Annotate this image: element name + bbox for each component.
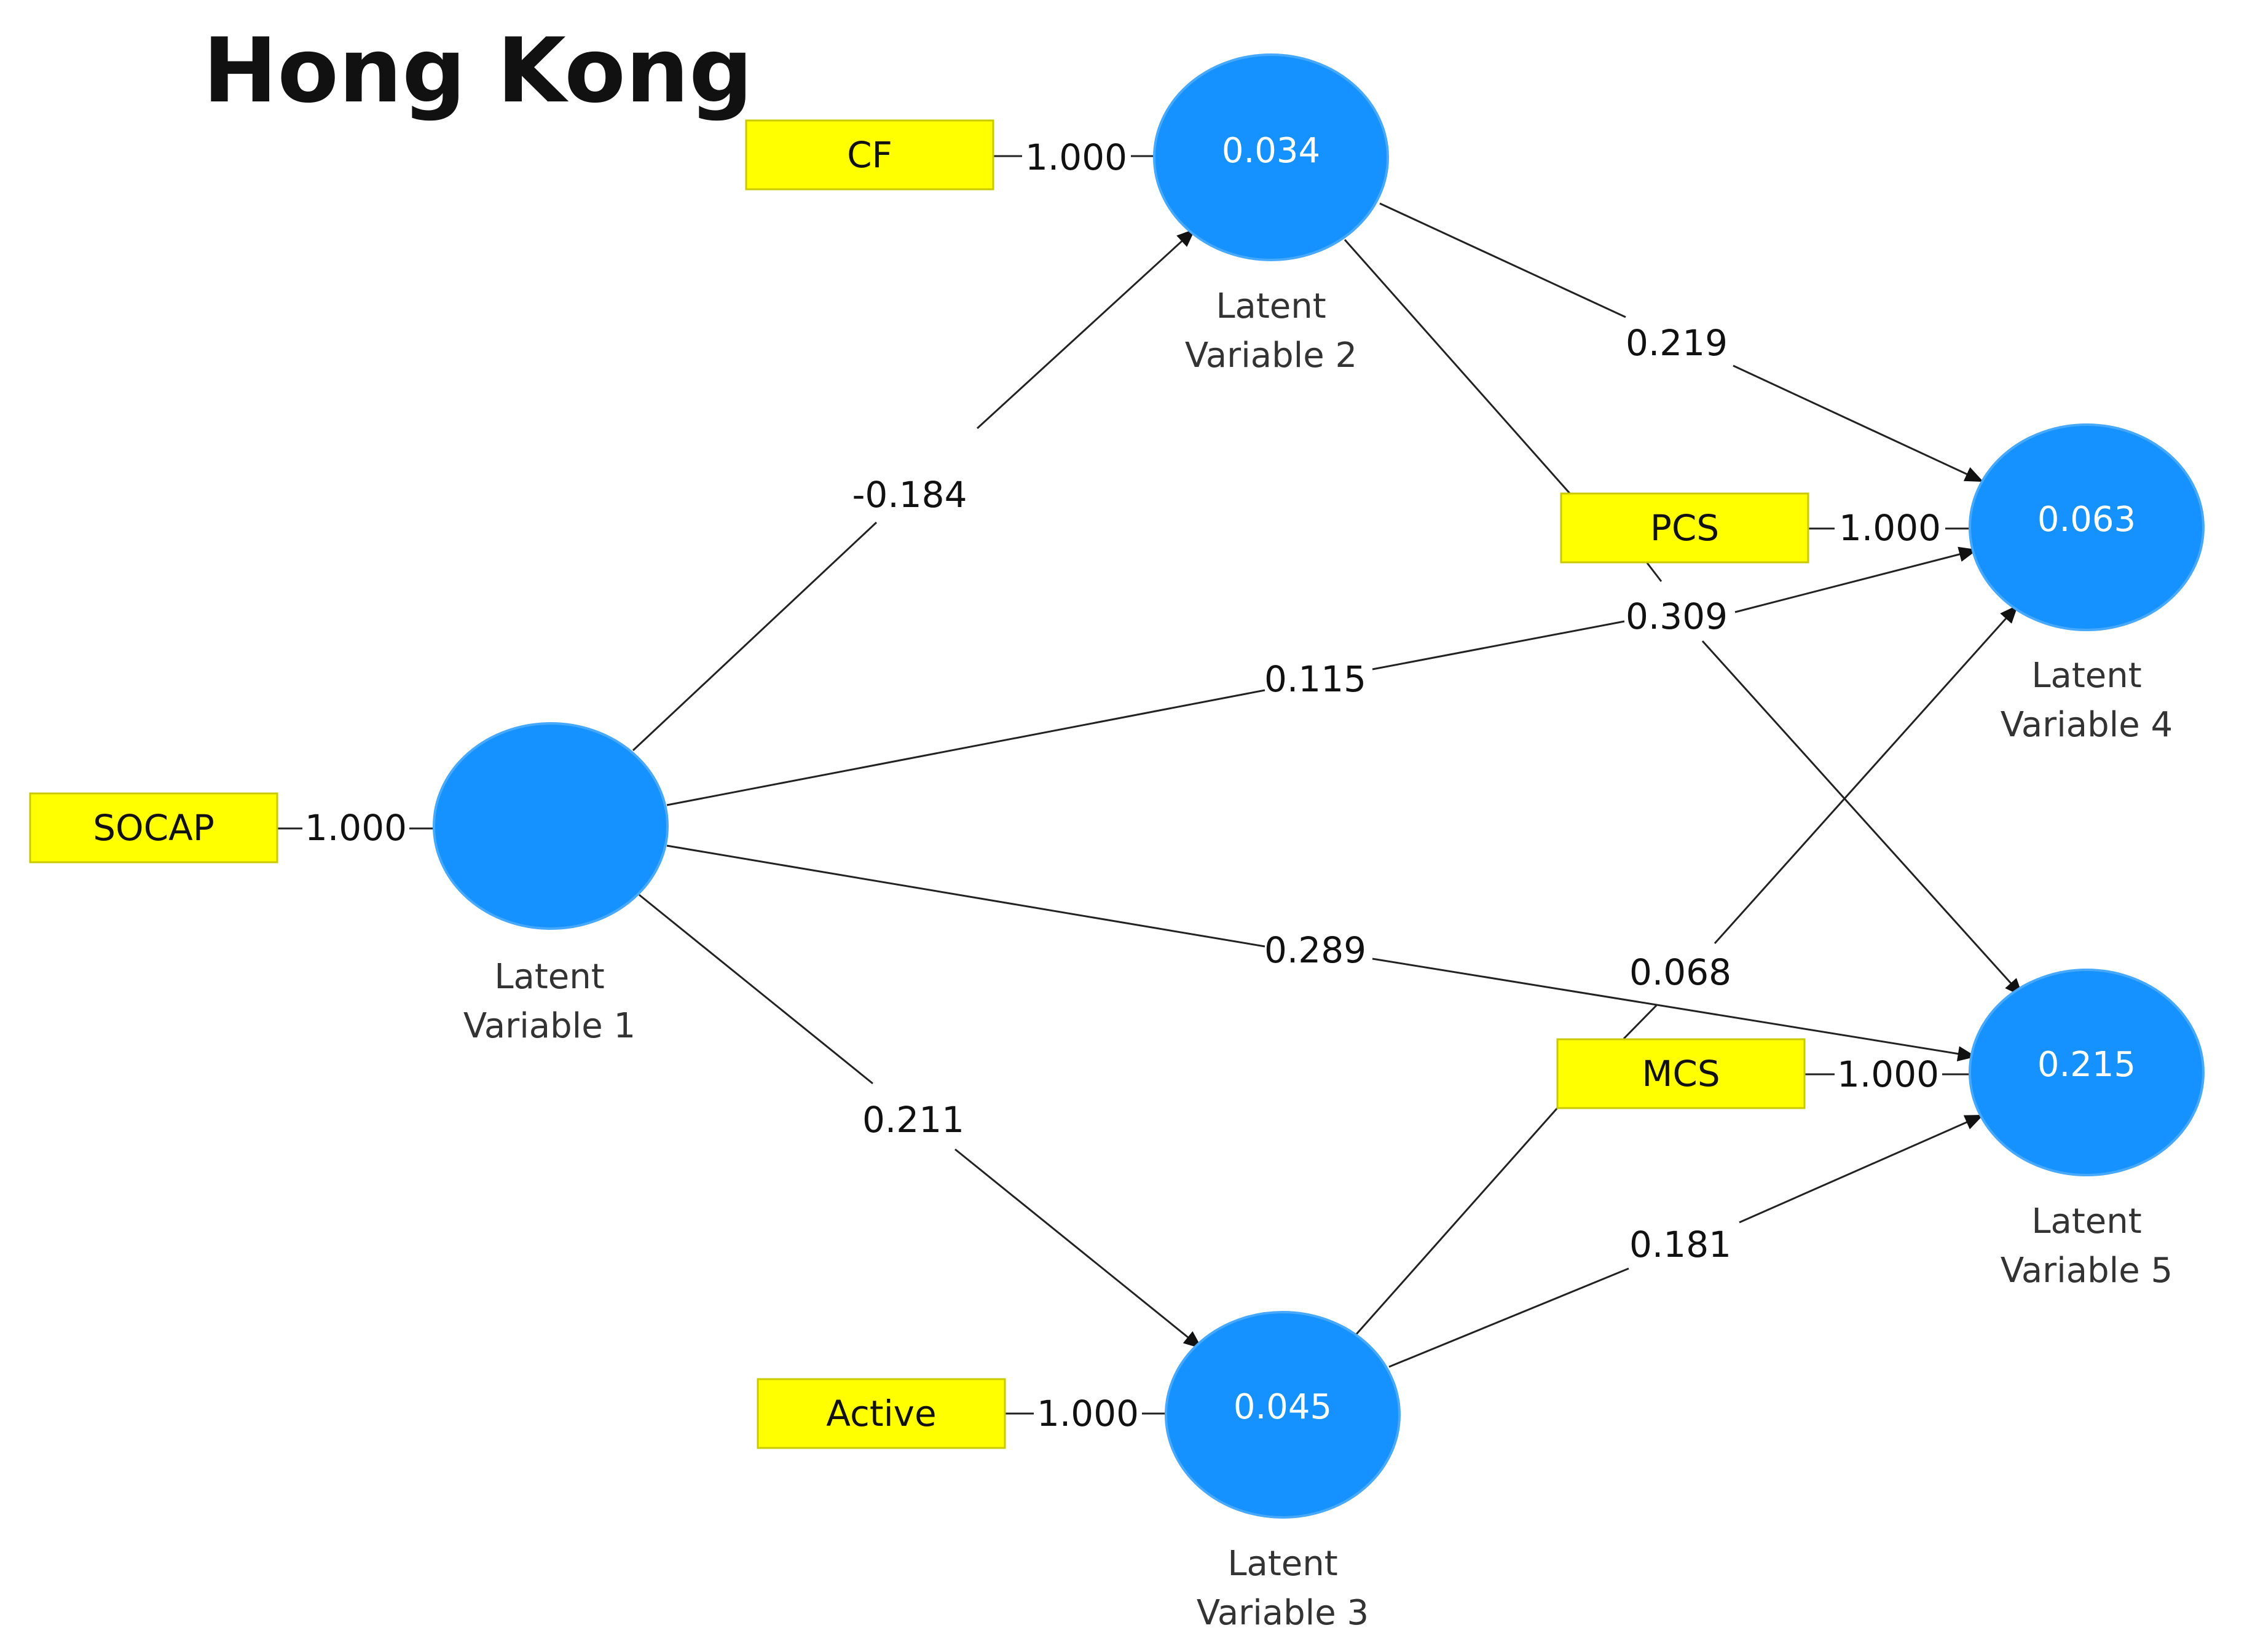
- indicator-socap[interactable]: SOCAP: [29, 792, 278, 863]
- latent-variable-4-label-line1: Latent: [2031, 656, 2141, 696]
- path-coef-lv2-lv5: 0.309: [1626, 596, 1728, 637]
- path-lv2-lv4-line-b: [1733, 364, 1984, 482]
- latent-variable-1-label-line2: Variable 1: [463, 1006, 636, 1046]
- indicator-cf[interactable]: CF: [745, 119, 994, 191]
- loading-pcs: 1.000: [1839, 507, 1941, 549]
- loading-socap: 1.000: [305, 807, 407, 849]
- indicator-pcs-label: PCS: [1650, 507, 1719, 549]
- latent-variable-1-label-line1: Latent: [494, 957, 604, 997]
- indicator-active-box: [757, 1378, 1006, 1449]
- indicator-cf-box: [745, 119, 994, 191]
- path-lv1-lv4-line-b: [1372, 620, 1625, 671]
- path-lv2-lv5-line-b: [1646, 562, 1663, 582]
- indicator-socap-label: SOCAP: [93, 807, 214, 849]
- latent-variable-2-label-line1: Latent: [1216, 286, 1326, 326]
- latent-variable-4-circle: [1969, 423, 2205, 631]
- indicator-pcs-box: [1560, 492, 1809, 564]
- latent-variable-2-value: 0.034: [1222, 131, 1320, 171]
- path-coef-lv3-lv4: 0.068: [1629, 951, 1731, 993]
- path-lv3-lv4-line-a: [1354, 1103, 1562, 1336]
- latent-variable-4-label-line2: Variable 4: [2001, 705, 2173, 745]
- path-lv1-lv4-line-c: [1734, 546, 1978, 613]
- latent-variable-4[interactable]: 0.063 Latent Variable 4: [1969, 423, 2205, 745]
- path-lv1-lv3-line-b: [954, 1148, 1202, 1349]
- latent-variable-4-value: 0.063: [2037, 500, 2136, 540]
- path-coef-lv1-lv5: 0.289: [1264, 929, 1366, 971]
- latent-variable-3-circle: [1165, 1311, 1401, 1519]
- indicator-socap-box: [29, 792, 278, 863]
- latent-variable-1-circle: [433, 722, 669, 930]
- latent-variable-5[interactable]: 0.215 Latent Variable 5: [1969, 969, 2205, 1291]
- latent-variable-2[interactable]: 0.034 Latent Variable 2: [1153, 53, 1389, 376]
- indicator-pcs[interactable]: PCS: [1560, 492, 1809, 564]
- latent-variable-5-label-line1: Latent: [2031, 1202, 2141, 1241]
- path-coef-lv3-lv5: 0.181: [1629, 1224, 1731, 1265]
- latent-variable-3-label-line2: Variable 3: [1197, 1593, 1369, 1633]
- indicator-active[interactable]: Active: [757, 1378, 1006, 1449]
- path-lv1-lv4-line-a: [666, 689, 1265, 806]
- path-lv3-lv4-line-c: [1714, 605, 2018, 945]
- path-coef-lv1-lv4: 0.115: [1264, 658, 1366, 700]
- path-lv1-lv5-line-b: [1372, 958, 1977, 1061]
- indicator-mcs-label: MCS: [1642, 1053, 1720, 1095]
- path-lv1-lv3-line-a: [639, 894, 873, 1085]
- latent-variable-3-label-line1: Latent: [1227, 1544, 1337, 1584]
- path-lv1-lv5-line-a: [666, 844, 1265, 948]
- latent-variable-1[interactable]: Latent Variable 1: [433, 722, 669, 1046]
- path-lv2-lv5-line-c: [1701, 640, 2023, 997]
- indicator-mcs-box: [1556, 1038, 1806, 1109]
- path-lv1-lv2-line-b: [976, 229, 1195, 430]
- indicator-active-label: Active: [826, 1393, 936, 1434]
- latent-variable-2-label-line2: Variable 2: [1185, 336, 1357, 376]
- path-lv3-lv5-line-b: [1739, 1114, 1984, 1224]
- path-coef-lv1-lv3: 0.211: [862, 1099, 964, 1141]
- loading-mcs: 1.000: [1837, 1053, 1939, 1095]
- latent-variable-5-value: 0.215: [2037, 1045, 2136, 1085]
- path-lv1-lv2-line-a: [632, 521, 878, 752]
- indicator-mcs[interactable]: MCS: [1556, 1038, 1806, 1109]
- latent-variable-2-circle: [1153, 53, 1389, 261]
- path-lv3-lv5-line-a: [1388, 1267, 1629, 1368]
- indicator-cf-label: CF: [847, 134, 892, 176]
- loading-cf: 1.000: [1025, 136, 1127, 178]
- latent-variable-3[interactable]: 0.045 Latent Variable 3: [1165, 1311, 1401, 1633]
- path-lv2-lv4-line-a: [1379, 202, 1626, 318]
- path-lv3-lv4-line-b: [1623, 1004, 1658, 1040]
- path-coef-lv1-lv2: -0.184: [852, 474, 967, 516]
- latent-variable-5-label-line2: Variable 5: [2001, 1251, 2173, 1291]
- loading-active: 1.000: [1037, 1393, 1139, 1434]
- diagram-title: Hong Kong: [203, 19, 753, 123]
- path-coef-lv2-lv4: 0.219: [1626, 322, 1728, 364]
- latent-variable-3-value: 0.045: [1234, 1387, 1332, 1427]
- latent-variable-5-circle: [1969, 969, 2205, 1176]
- path-lv2-lv5-line-a: [1344, 239, 1573, 496]
